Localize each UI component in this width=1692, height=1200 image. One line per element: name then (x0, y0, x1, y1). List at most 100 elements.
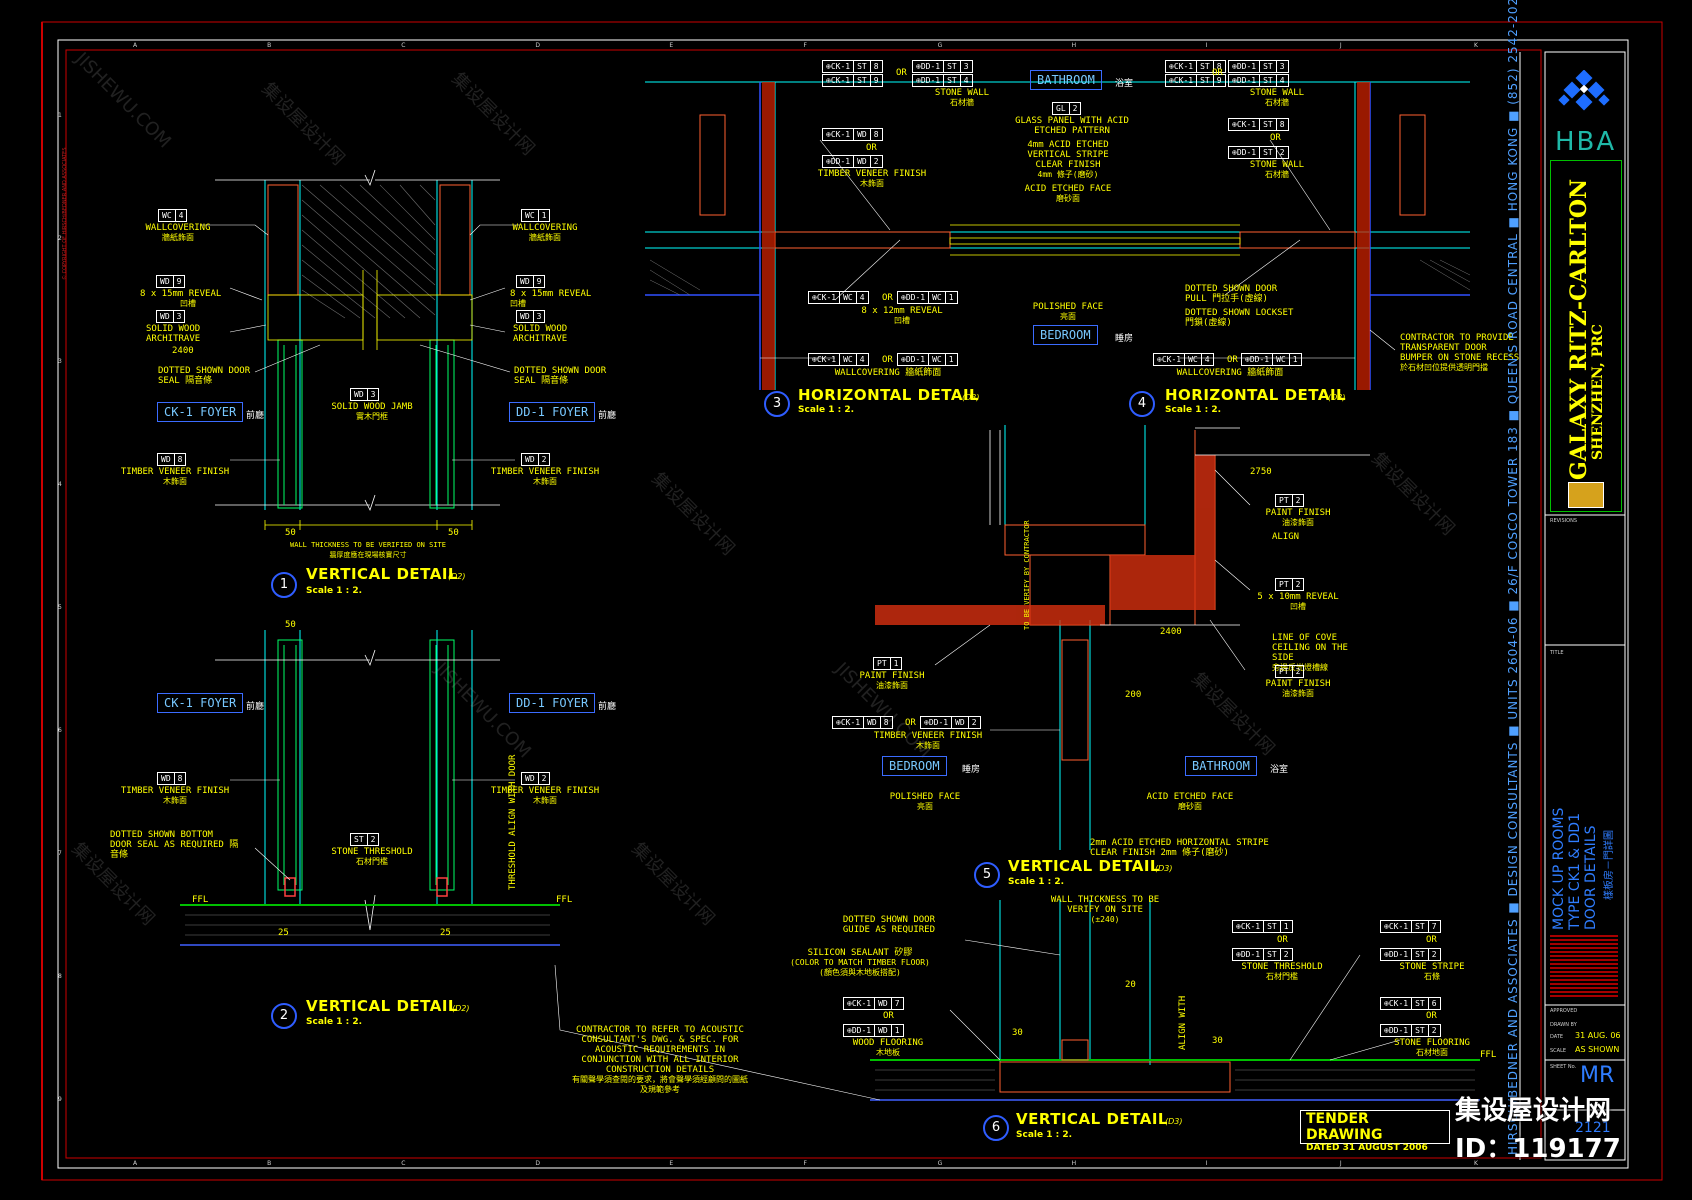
scale-value: AS SHOWN (1575, 1045, 1620, 1054)
detail-scale: Scale 1 : 2. (306, 1017, 363, 1027)
d4-wallcovering: WALLCOVERING 牆紙飾面 (1176, 368, 1284, 378)
sheet-no-label: SHEET No. (1550, 1064, 1577, 1070)
room-label-cn: 浴室 (1270, 765, 1289, 775)
d1-dim: 50 (285, 528, 296, 538)
d2-ffl: FFL (192, 895, 209, 905)
grid-row-label: 6 (58, 727, 62, 735)
d1-seal-right: DOTTED SHOWN DOOR SEAL 隔音條 (514, 366, 607, 386)
grid-row-label: 7 (58, 850, 62, 858)
date-label: DATE (1550, 1034, 1564, 1040)
date-value: 31 AUG. 06 (1575, 1031, 1621, 1040)
d4-pull: DOTTED SHOWN DOOR PULL 門拉手(虛線) (1185, 284, 1278, 304)
detail-scale: Scale 1 : 2. (306, 586, 363, 596)
grid-column-label: J (1339, 1160, 1342, 1167)
d6-guide: DOTTED SHOWN DOOR GUIDE AS REQUIRED (842, 915, 935, 935)
glass-panel: GLASS PANEL WITH ACID ETCHED PATTERN (1015, 116, 1129, 136)
room-label-bathroom: BATHROOM (1185, 756, 1257, 776)
d6-silicon: SILICON SEALANT 矽膠(COLOR TO MATCH TIMBER… (790, 948, 930, 977)
or-label: OR (905, 718, 916, 728)
grid-column-label: C (401, 42, 406, 49)
d6-dim: 30 (1012, 1028, 1023, 1038)
d4-contractor: CONTRACTOR TO PROVIDE TRANSPARENT DOOR B… (1400, 333, 1520, 372)
grid-column-label: G (937, 42, 943, 49)
detail-ref: (D2) (448, 572, 466, 581)
d5-level: 2750 (1250, 467, 1272, 477)
d2-threshold-align: THRESHOLD ALIGN WITH DOOR (508, 754, 518, 890)
d2-bottom-seal: DOTTED SHOWN BOTTOM DOOR SEAL AS REQUIRE… (110, 830, 239, 860)
d5-acid-stripe: 2mm ACID ETCHED HORIZONTAL STRIPE CLEAR … (1090, 838, 1269, 858)
or-label: OR (1426, 1011, 1437, 1021)
d1-architrave-left: SOLID WOOD ARCHITRAVE (146, 324, 201, 344)
d3-wallcovering: WALLCOVERING 牆紙飾面 (834, 368, 942, 378)
room-label-bedroom: BEDROOM (882, 756, 947, 776)
brand-seal-icon (1568, 482, 1604, 508)
detail-scale: Scale 1 : 2. (1008, 877, 1065, 887)
revisions-label: REVISIONS (1550, 518, 1578, 524)
or-label: OR (866, 143, 877, 153)
tender-date: DATED 31 AUGUST 2006 (1306, 1143, 1428, 1153)
project-box (1550, 160, 1622, 512)
d1-seal-left: DOTTED SHOWN DOOR SEAL 隔音條 (158, 366, 251, 386)
grid-column-label: K (1473, 1160, 1478, 1167)
grid-column-label: H (1071, 1160, 1077, 1167)
grid-row-label: 2 (58, 234, 62, 242)
d1-dim: 50 (448, 528, 459, 538)
title-label: TITLE (1550, 650, 1564, 656)
grid-column-label: F (803, 42, 807, 49)
detail-title: VERTICAL DETAIL (1008, 857, 1160, 875)
detail-scale: Scale 1 : 2. (1165, 405, 1222, 415)
or-label: OR (1212, 68, 1223, 78)
grid-column-label: G (937, 1160, 943, 1167)
d6-ffl: FFL (1480, 1050, 1497, 1060)
room-label-dd1-foyer: DD-1 FOYER (509, 402, 596, 422)
grid-column-label: K (1473, 42, 1478, 49)
detail-number: 1 (271, 572, 297, 598)
room-label-bathroom: BATHROOM (1030, 70, 1102, 90)
detail-ref: (D3) (1165, 1117, 1183, 1126)
copyright-text: © COPYRIGHT OF HIRSCH/BEDNER AND ASSOCIA… (62, 147, 68, 280)
drawing-title-cn: 樣板房－門詳圖 (1604, 830, 1615, 900)
detail-number: 4 (1129, 391, 1155, 417)
drawing-title-3: DOOR DETAILS (1583, 825, 1599, 930)
d5-level-mid: 2400 (1160, 627, 1182, 637)
room-label-bedroom: BEDROOM (1033, 325, 1098, 345)
detail-ref: (D3) (1328, 393, 1346, 402)
grid-row-label: 8 (58, 973, 62, 981)
grid-column-label: H (1071, 42, 1077, 49)
grid-column-label: D (535, 1160, 540, 1167)
approved-label: APPROVED (1550, 1008, 1578, 1014)
or-label: OR (1227, 355, 1238, 365)
scale-label: SCALE (1550, 1048, 1567, 1054)
grid-column-label: B (267, 1160, 272, 1167)
